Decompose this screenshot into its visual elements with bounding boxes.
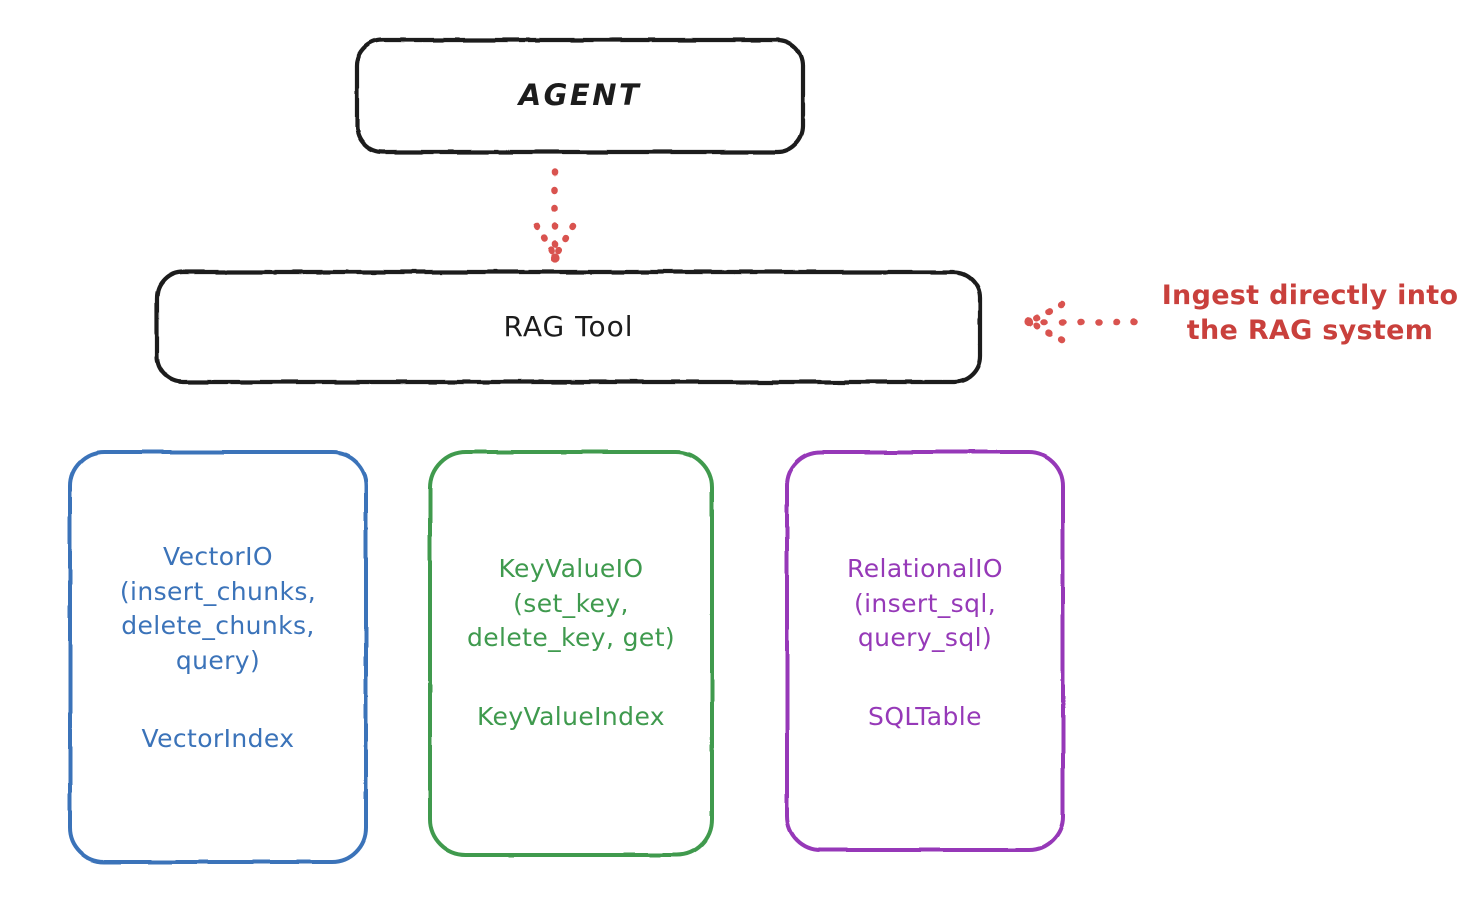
key-value-io-box-outline xyxy=(428,450,714,857)
relational-io-box-outline xyxy=(785,450,1065,852)
connector-ingest-pointer xyxy=(1024,300,1139,344)
node-agent[interactable]: AGENT xyxy=(357,40,803,152)
node-rag-tool[interactable]: RAG Tool xyxy=(157,272,980,382)
node-agent-label: AGENT xyxy=(518,78,642,113)
node-vector-io-sublabel: VectorIndex xyxy=(141,724,295,753)
node-relational-io[interactable]: RelationalIO (insert_sql, query_sql) SQL… xyxy=(787,452,1063,850)
node-rag-tool-label: RAG Tool xyxy=(503,309,634,343)
node-relational-io-sublabel: SQLTable xyxy=(868,701,982,731)
connector-agent-to-rag-tool xyxy=(533,168,577,263)
vector-io-box-outline xyxy=(68,450,368,864)
rag-tool-box-outline xyxy=(154,269,983,385)
node-vector-io[interactable]: VectorIO (insert_chunks, delete_chunks, … xyxy=(70,452,366,862)
annotation-ingest-text: Ingest directly into the RAG system xyxy=(1161,280,1459,347)
node-key-value-io-sublabel: KeyValueIndex xyxy=(476,701,665,731)
node-key-value-io-label: KeyValueIO (set_key, delete_key, get) xyxy=(466,554,676,652)
node-vector-io-label: VectorIO (insert_chunks, delete_chunks, … xyxy=(119,542,317,675)
agent-box-outline xyxy=(354,37,806,155)
node-key-value-io[interactable]: KeyValueIO (set_key, delete_key, get) Ke… xyxy=(430,452,712,855)
node-relational-io-label: RelationalIO (insert_sql, query_sql) xyxy=(847,554,1003,652)
